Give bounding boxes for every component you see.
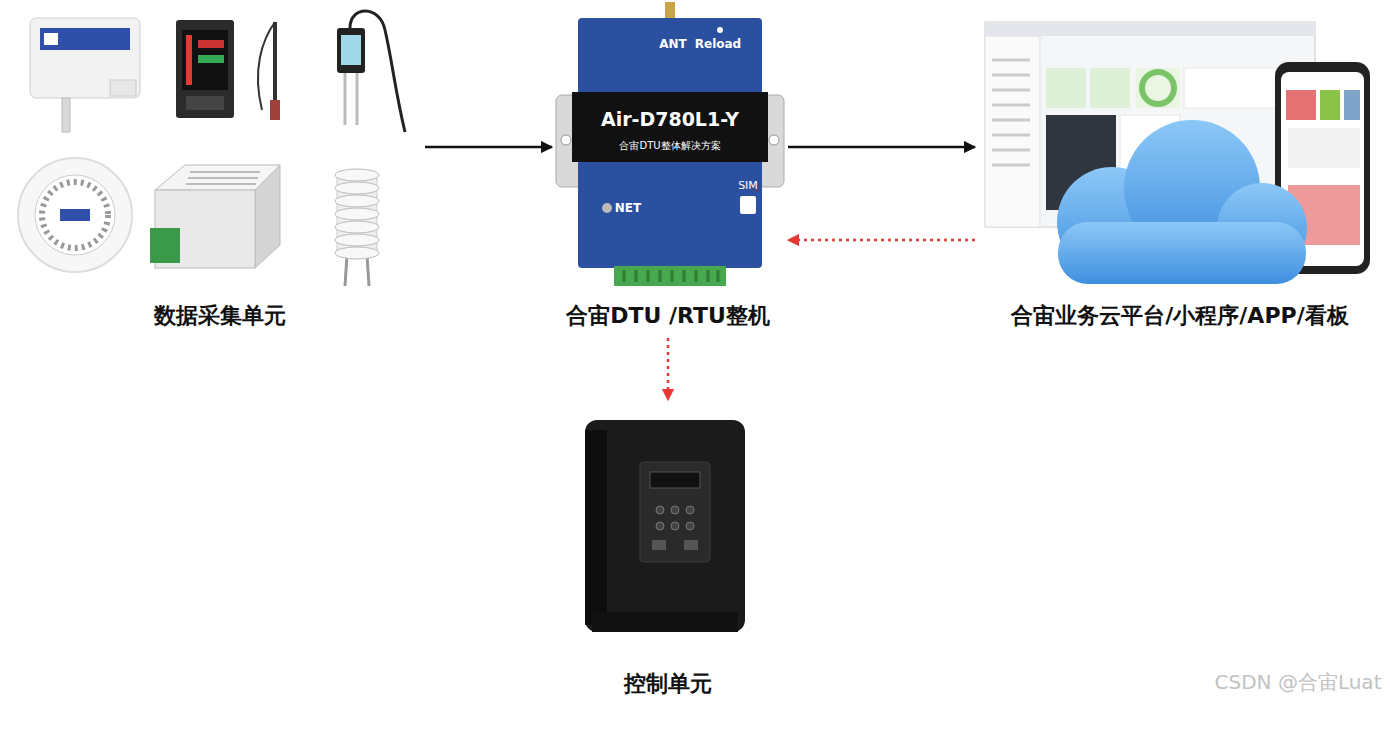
flow-arrow [788, 146, 975, 149]
shield-plate [335, 247, 379, 259]
terminal-screws [624, 270, 718, 282]
soil-sensor [337, 11, 405, 132]
phone-tile [1286, 90, 1316, 120]
panel-meter [176, 20, 280, 120]
node-caption: 合宙业务云平台/小程序/APP/看板 [1011, 302, 1348, 331]
reload-button [717, 27, 723, 33]
inverter-key [652, 540, 666, 550]
antenna-connector [665, 2, 675, 20]
device-label: CSDN @合宙Luat [1215, 670, 1382, 694]
meter-digits [198, 40, 224, 48]
node-caption: 数据采集单元 [154, 302, 286, 331]
meter-display [182, 30, 228, 90]
phone-tile [1288, 128, 1360, 168]
diagram-node: 合宙业务云平台/小程序/APP/看板 [975, 10, 1385, 340]
device-label: ANT [659, 37, 687, 51]
inverter-housing [585, 420, 745, 632]
diagram-node: 控制单元 [570, 400, 770, 710]
diagram-node: 数据采集单元 [10, 0, 425, 340]
inverter-key [656, 506, 664, 514]
cloud [1057, 120, 1307, 284]
sim-icon [740, 196, 756, 214]
dashboard-gauge [1142, 72, 1174, 104]
sensor-probe [62, 98, 70, 132]
inverter-key [686, 522, 694, 530]
meter-keys [186, 96, 224, 110]
inverter-panel [640, 462, 710, 562]
sensor-label-strip [40, 28, 130, 50]
sensor-body [337, 28, 365, 73]
cloud-platform [985, 22, 1370, 284]
shield-plate [335, 234, 379, 246]
wall-sensor [30, 18, 140, 132]
probe-cable [258, 22, 275, 110]
dashboard-tile [1090, 68, 1130, 108]
sidebar-menu [992, 60, 1030, 165]
din-module [150, 165, 280, 268]
device-label: Reload [695, 37, 741, 51]
device-label: SIM [738, 179, 758, 192]
inverter-key [656, 522, 664, 530]
phone-tile [1344, 90, 1360, 120]
device-label: Air-D780L1-Y [601, 108, 739, 131]
sensor-pin [344, 73, 347, 125]
dashboard-sidebar [985, 36, 1040, 227]
shield-leg [345, 255, 347, 286]
dtu-device [556, 2, 784, 286]
node-caption: 合宙DTU /RTU整机 [566, 302, 770, 331]
detector-cover [35, 175, 115, 255]
shield-leg [367, 255, 369, 286]
inverter-base [592, 612, 738, 632]
smoke-detector [18, 158, 132, 272]
sensor-housing [30, 18, 140, 98]
flow-arrow [667, 338, 670, 400]
weather-shield [335, 169, 379, 286]
shield-plate [335, 195, 379, 207]
flow-arrow [425, 146, 552, 149]
sensor-gland [110, 80, 136, 96]
mount-hole [769, 135, 779, 145]
inverter-key [671, 506, 679, 514]
detector-badge [60, 209, 90, 221]
node-caption: 控制单元 [624, 670, 712, 699]
detector-base [18, 158, 132, 272]
net-led [602, 203, 612, 213]
meter-housing [176, 20, 234, 118]
detector-vents [42, 182, 108, 248]
dashboard-tile [1046, 68, 1086, 108]
shield-plate [335, 221, 379, 233]
meter-digits [198, 55, 224, 63]
module-side [255, 165, 280, 268]
sensor-pin [356, 73, 359, 125]
shield-plate [335, 182, 379, 194]
sensor-face [341, 35, 361, 65]
meter-bar [186, 35, 192, 85]
shield-plate [335, 169, 379, 181]
dashboard-tile [1136, 68, 1180, 108]
phone-tile [1320, 90, 1340, 120]
probe-rod [273, 22, 277, 102]
browser-bar [985, 22, 1315, 36]
inverter-key [671, 522, 679, 530]
inverter-side [585, 430, 607, 625]
module-terminal [150, 228, 180, 263]
device-band [572, 92, 768, 162]
module-vents [186, 172, 260, 184]
shield-plate [335, 208, 379, 220]
inverter-key [686, 506, 694, 514]
cloud-part [1058, 222, 1306, 284]
inverter-screen [650, 472, 700, 488]
device-label: NET [615, 201, 641, 215]
inverter [585, 420, 745, 632]
device-label: 合宙DTU整体解决方案 [619, 140, 720, 152]
probe-tip [270, 100, 280, 120]
terminal-block [614, 266, 726, 286]
mount-hole [561, 135, 571, 145]
sensor-logo [44, 33, 58, 45]
flow-arrow [788, 239, 975, 242]
inverter-key [684, 540, 698, 550]
